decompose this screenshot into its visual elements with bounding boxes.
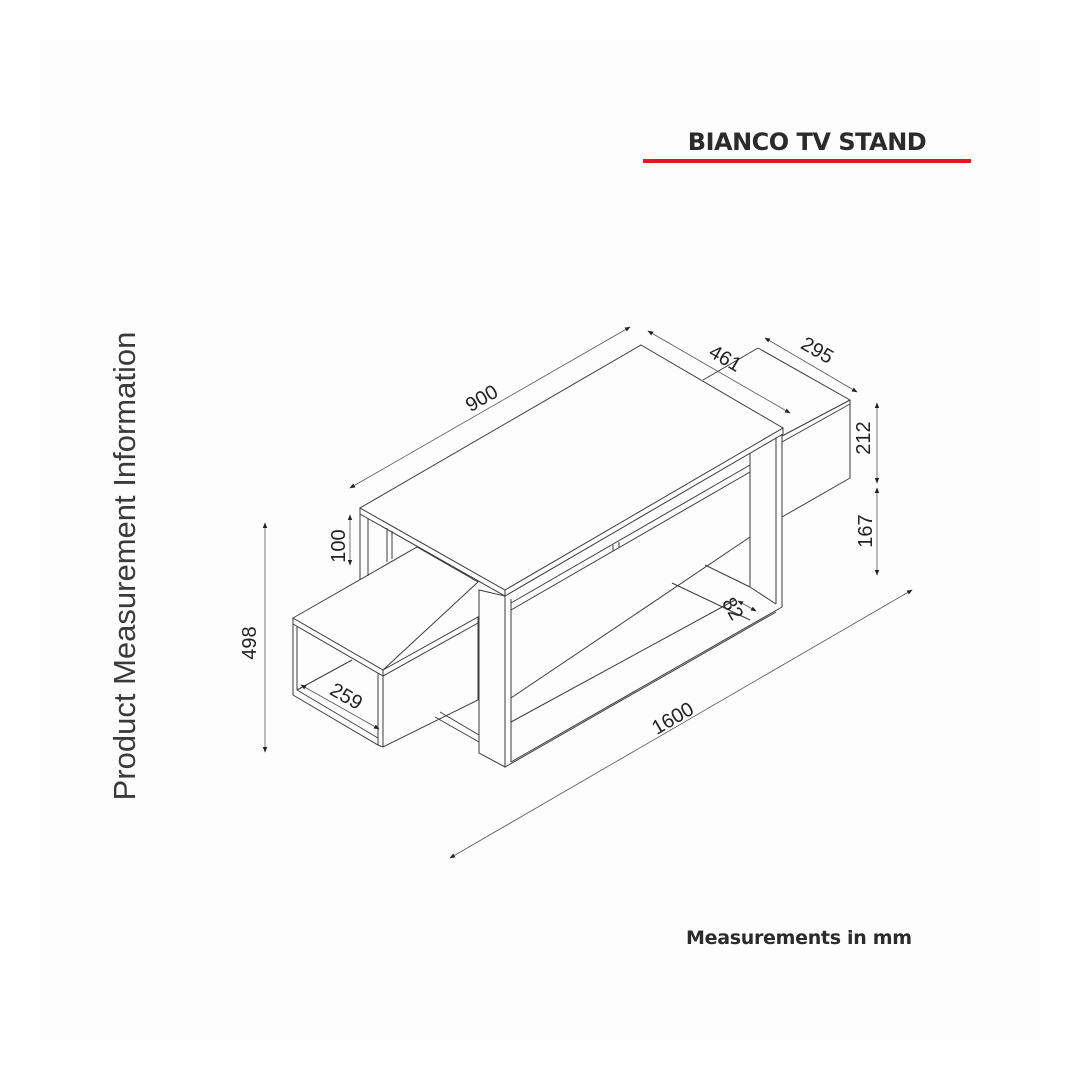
label-1600: 1600	[648, 698, 698, 739]
dimension-lines	[262, 326, 913, 859]
dim-900	[349, 326, 631, 489]
label-498: 498	[239, 626, 261, 659]
label-167: 167	[855, 514, 877, 547]
label-100: 100	[328, 529, 350, 562]
label-900: 900	[462, 381, 502, 417]
dim-259	[300, 684, 380, 730]
label-295: 295	[797, 333, 837, 369]
dimension-labels: 900 461 295 212 167 100 498 82 259 1600	[239, 333, 877, 740]
dim-461	[647, 330, 791, 414]
label-259: 259	[326, 679, 366, 715]
dim-1600	[449, 589, 913, 859]
label-82: 82	[717, 594, 747, 624]
dim-295	[764, 337, 858, 393]
table-outline	[291, 344, 851, 768]
sheet-background	[40, 40, 1040, 1040]
units-note: Measurements in mm	[686, 927, 912, 949]
product-title: BIANCO TV STAND	[687, 128, 927, 156]
label-461: 461	[705, 341, 745, 377]
label-212: 212	[853, 421, 875, 454]
title-underline	[643, 159, 971, 163]
